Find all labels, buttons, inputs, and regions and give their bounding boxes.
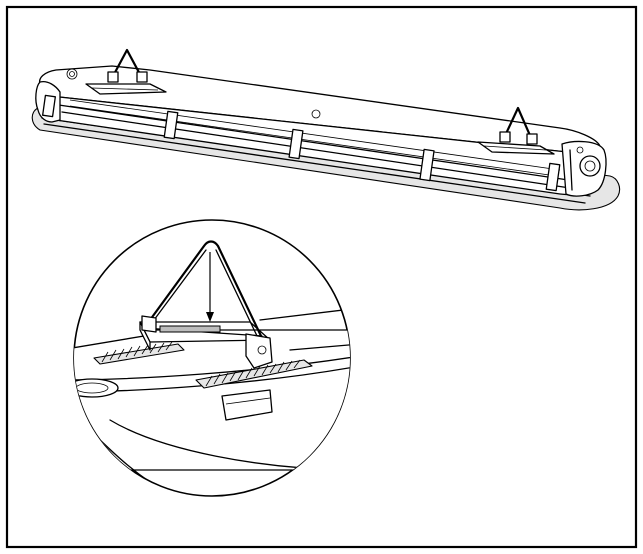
arrow-icon <box>206 252 214 322</box>
figure-frame <box>5 5 638 549</box>
hanger-bracket-right <box>503 106 534 141</box>
fixture-icon <box>31 48 621 211</box>
detail-hanger-wire <box>149 240 263 339</box>
detail-content <box>74 240 350 496</box>
end-cap-gland <box>579 155 601 177</box>
hanger-bracket-icon <box>111 48 143 79</box>
detail-magnifier-icon <box>73 219 351 497</box>
detail-hook-tab <box>245 333 273 369</box>
body-clips <box>42 94 561 192</box>
